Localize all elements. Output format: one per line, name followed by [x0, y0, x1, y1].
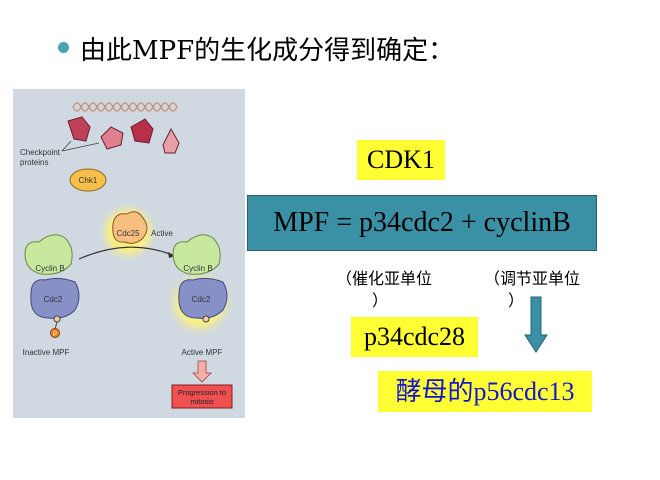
cdc2-label: Cdc2: [44, 295, 63, 304]
mpf-formula-box: MPF = p34cdc2 + cyclinB: [247, 195, 597, 251]
catalytic-close-paren: ）: [372, 291, 389, 310]
inactive-mpf-label: Inactive MPF: [23, 348, 70, 357]
cdc2-shape: [30, 277, 80, 319]
checkpoint-protein: [130, 118, 154, 144]
cyclin-shape: [24, 234, 73, 275]
active-label: Active: [151, 229, 173, 238]
mpf-diagram: Checkpoint proteins Chk1 Cdc25 Active Cy…: [13, 89, 245, 418]
cdc2-shape: [178, 277, 228, 319]
phosphate-shape: [50, 328, 60, 338]
regulatory-close-paren: ）: [508, 291, 525, 310]
phosphate-link: [54, 321, 58, 330]
chk1-label: Chk1: [79, 176, 98, 185]
checkpoint-protein: [100, 126, 124, 150]
cyclin-shape: [172, 234, 221, 275]
inactive-mpf: Cyclin B Cdc2 P Inactive MPF: [23, 234, 80, 357]
cyclin-label: Cyclin B: [35, 264, 64, 273]
site-dot: [202, 315, 210, 323]
pointer-line: [61, 140, 72, 152]
activation-arrow: [78, 246, 176, 260]
cdc2-label: Cdc2: [192, 295, 211, 304]
catalytic-subunit-label: （催化亚单位: [336, 269, 433, 288]
pointer-line: [61, 142, 100, 152]
cdk1-label: CDK1: [357, 140, 445, 180]
slide-title: 由此MPF的生化成分得到确定：: [80, 36, 455, 66]
dna-wave: [72, 102, 178, 112]
mitosis-label: mitosis: [190, 397, 214, 406]
down-arrow-icon: [192, 360, 212, 383]
checkpoint-protein: [162, 127, 180, 154]
active-mpf-label: Active MPF: [182, 348, 223, 357]
yeast-p56cdc13-label: 酵母的p56cdc13: [378, 371, 592, 412]
regulatory-subunit-label: （调节亚单位: [484, 269, 581, 288]
checkpoint-label: Checkpoint: [20, 148, 61, 157]
progression-label: Progression to: [178, 388, 226, 397]
active-mpf: Cyclin B Cdc2 Active MPF: [164, 234, 236, 357]
phosphate-label: P: [53, 332, 57, 338]
proteins-label: proteins: [20, 158, 48, 167]
p34cdc28-label: p34cdc28: [351, 317, 478, 357]
down-arrow-icon: [524, 296, 548, 353]
cyclin-label: Cyclin B: [183, 264, 212, 273]
checkpoint-protein: [67, 116, 91, 142]
bullet-icon: [58, 42, 69, 53]
cdc25-shape: [112, 211, 148, 244]
progression-box: [171, 384, 233, 409]
chk1-shape: [69, 168, 107, 192]
site-dot: [53, 315, 61, 323]
cdc25-label: Cdc25: [116, 229, 140, 238]
